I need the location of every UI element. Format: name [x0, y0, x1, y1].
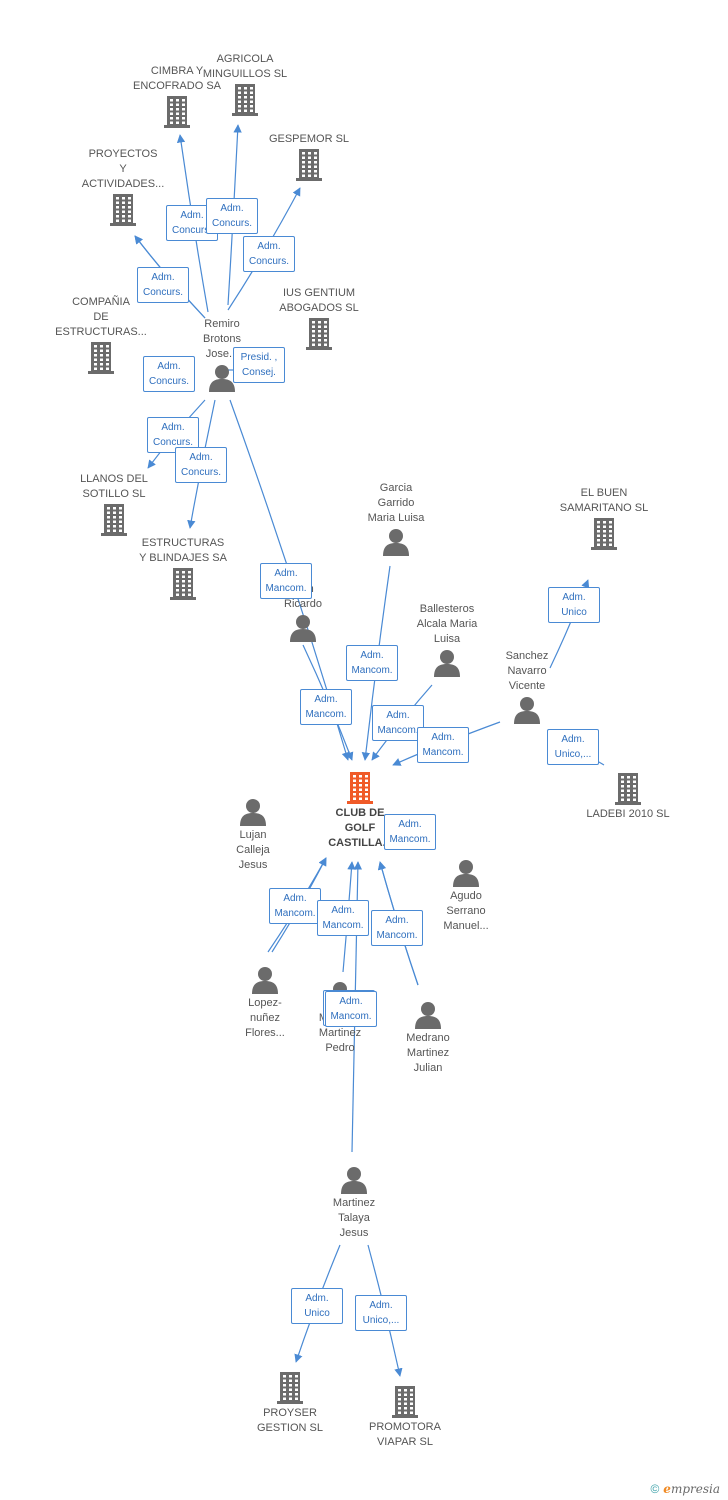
company-node-estructuras[interactable]: ESTRUCTURAS Y BLINDAJES SA — [123, 536, 243, 600]
node-label: PROYSER GESTION SL — [256, 1407, 324, 1434]
node-label: AGRICOLA MINGUILLOS SL — [202, 53, 288, 80]
edge-label-ricardo-center[interactable]: Adm. Mancom. — [300, 689, 352, 725]
edge-label-ballesteros-center[interactable]: Adm. Mancom. — [372, 705, 424, 741]
edge-label-remiro-compania[interactable]: Adm. Concurs. — [143, 356, 195, 392]
person-node-medrano[interactable]: Medrano Martinez Julian — [368, 1001, 488, 1076]
person-icon — [290, 615, 316, 642]
company-node-agricola[interactable]: AGRICOLA MINGUILLOS SL — [185, 52, 305, 116]
person-icon — [514, 697, 540, 724]
building-icon — [170, 568, 196, 600]
person-icon — [453, 860, 479, 887]
building-icon — [232, 84, 258, 116]
edge-label-remiro-estructuras[interactable]: Adm. Concurs. — [175, 447, 227, 483]
edge-label-remiro-center[interactable]: Adm. Mancom. — [260, 563, 312, 599]
node-label: Agudo Serrano Manuel... — [443, 890, 489, 932]
node-label: Sanchez Navarro Vicente — [505, 650, 549, 692]
node-label: Ballesteros Alcala Maria Luisa — [416, 603, 478, 645]
edge-label-talaya-proyser[interactable]: Adm. Unico — [291, 1288, 343, 1324]
edge-label-sanchez-ladebi[interactable]: Adm. Unico,... — [547, 729, 599, 765]
company-node-cimbra[interactable]: CIMBRA Y ENCOFRADO SA — [117, 64, 237, 128]
person-icon — [209, 365, 235, 392]
copyright-icon: © — [650, 1482, 660, 1496]
building-icon — [164, 96, 190, 128]
person-node-agudo[interactable]: Agudo Serrano Manuel... — [406, 859, 526, 934]
node-label: PROMOTORA VIAPAR SL — [369, 1421, 441, 1448]
edge-label-lujan-center[interactable]: Adm. Mancom. — [269, 888, 321, 924]
company-node-elbuen[interactable]: EL BUEN SAMARITANO SL — [544, 486, 664, 550]
company-node-ius[interactable]: IUS GENTIUM ABOGADOS SL — [259, 286, 379, 350]
building-icon — [110, 194, 136, 226]
person-icon — [341, 1167, 367, 1194]
node-label: LLANOS DEL SOTILLO SL — [80, 473, 148, 500]
building-icon — [392, 1386, 418, 1418]
person-node-remiro[interactable]: Remiro Brotons Jose... — [162, 317, 282, 392]
building-icon — [101, 504, 127, 536]
company-node-promotora[interactable]: PROMOTORA VIAPAR SL — [345, 1386, 465, 1450]
edge-label-remiro-proyectos[interactable]: Adm. Concurs. — [137, 267, 189, 303]
edge-label-sanchez-elbuen[interactable]: Adm. Unico — [548, 587, 600, 623]
edge-label-garcia-center[interactable]: Adm. Mancom. — [346, 645, 398, 681]
company-node-proyser[interactable]: PROYSER GESTION SL — [230, 1372, 350, 1436]
node-label: Lujan Calleja Jesus — [236, 829, 270, 871]
person-node-garcia[interactable]: Garcia Garrido Maria Luisa — [336, 481, 456, 556]
person-node-lujan[interactable]: Lujan Calleja Jesus — [193, 798, 313, 873]
building-icon — [277, 1372, 303, 1404]
node-label: LADEBI 2010 SL — [586, 808, 670, 820]
node-label: Martinez Talaya Jesus — [332, 1197, 376, 1239]
company-node-ladebi[interactable]: LADEBI 2010 SL — [568, 773, 688, 822]
node-label: Garcia Garrido Maria Luisa — [367, 482, 425, 524]
node-label: CLUB DE GOLF CASTILLA... — [328, 807, 392, 849]
person-icon — [415, 1002, 441, 1029]
company-node-llanos[interactable]: LLANOS DEL SOTILLO SL — [54, 472, 174, 536]
person-node-sanchez[interactable]: Sanchez Navarro Vicente — [467, 649, 587, 724]
building-icon — [296, 149, 322, 181]
node-label: Remiro Brotons Jose... — [203, 318, 241, 360]
edge-label-remiro-gespemor[interactable]: Adm. Concurs. — [243, 236, 295, 272]
person-icon — [383, 529, 409, 556]
building-icon — [347, 772, 373, 804]
building-icon — [591, 518, 617, 550]
edge-label-medrano-center[interactable]: Adm. Mancom. — [384, 814, 436, 850]
building-icon — [615, 773, 641, 805]
node-label: CIMBRA Y ENCOFRADO SA — [132, 65, 221, 92]
node-label: Lopez- nuñez Flores... — [245, 997, 285, 1039]
edge-label-remiro-ius[interactable]: Presid. , Consej. — [233, 347, 285, 383]
edge-label-sanchez-center[interactable]: Adm. Mancom. — [417, 727, 469, 763]
node-label: IUS GENTIUM ABOGADOS SL — [279, 287, 359, 314]
company-node-proyectos[interactable]: PROYECTOS Y ACTIVIDADES... — [63, 147, 183, 226]
company-node-compania[interactable]: COMPAÑIA DE ESTRUCTURAS... — [41, 295, 161, 374]
person-icon — [240, 799, 266, 826]
footer: ©empresia — [650, 1482, 720, 1496]
node-label: ESTRUCTURAS Y BLINDAJES SA — [139, 537, 227, 564]
company-node-gespemor[interactable]: GESPEMOR SL — [249, 132, 369, 181]
node-label: EL BUEN SAMARITANO SL — [559, 487, 649, 514]
edge-label-lopez-center[interactable]: Adm. Mancom. — [317, 900, 369, 936]
node-label: GESPEMOR SL — [268, 133, 350, 145]
person-node-lopez[interactable]: Lopez- nuñez Flores... — [205, 966, 325, 1041]
company-node-center[interactable]: CLUB DE GOLF CASTILLA... — [300, 772, 420, 851]
building-icon — [88, 342, 114, 374]
node-label: Medrano Martinez Julian — [406, 1032, 450, 1074]
node-label: COMPAÑIA DE ESTRUCTURAS... — [55, 296, 147, 338]
person-icon — [252, 967, 278, 994]
edge-label-talaya-promotora[interactable]: Adm. Unico,... — [355, 1295, 407, 1331]
node-label: PROYECTOS Y ACTIVIDADES... — [81, 148, 165, 190]
edge-label-remiro-agricola[interactable]: Adm. Concurs. — [206, 198, 258, 234]
person-icon — [434, 650, 460, 677]
brand-logo[interactable]: empresia — [663, 1482, 720, 1496]
edge-label-talaya-center[interactable]: Adm. Mancom. — [325, 991, 377, 1027]
person-node-talaya[interactable]: Martinez Talaya Jesus — [294, 1166, 414, 1241]
building-icon — [306, 318, 332, 350]
edge-label-agudo-center[interactable]: Adm. Mancom. — [371, 910, 423, 946]
person-node-ballesteros[interactable]: Ballesteros Alcala Maria Luisa — [387, 602, 507, 677]
